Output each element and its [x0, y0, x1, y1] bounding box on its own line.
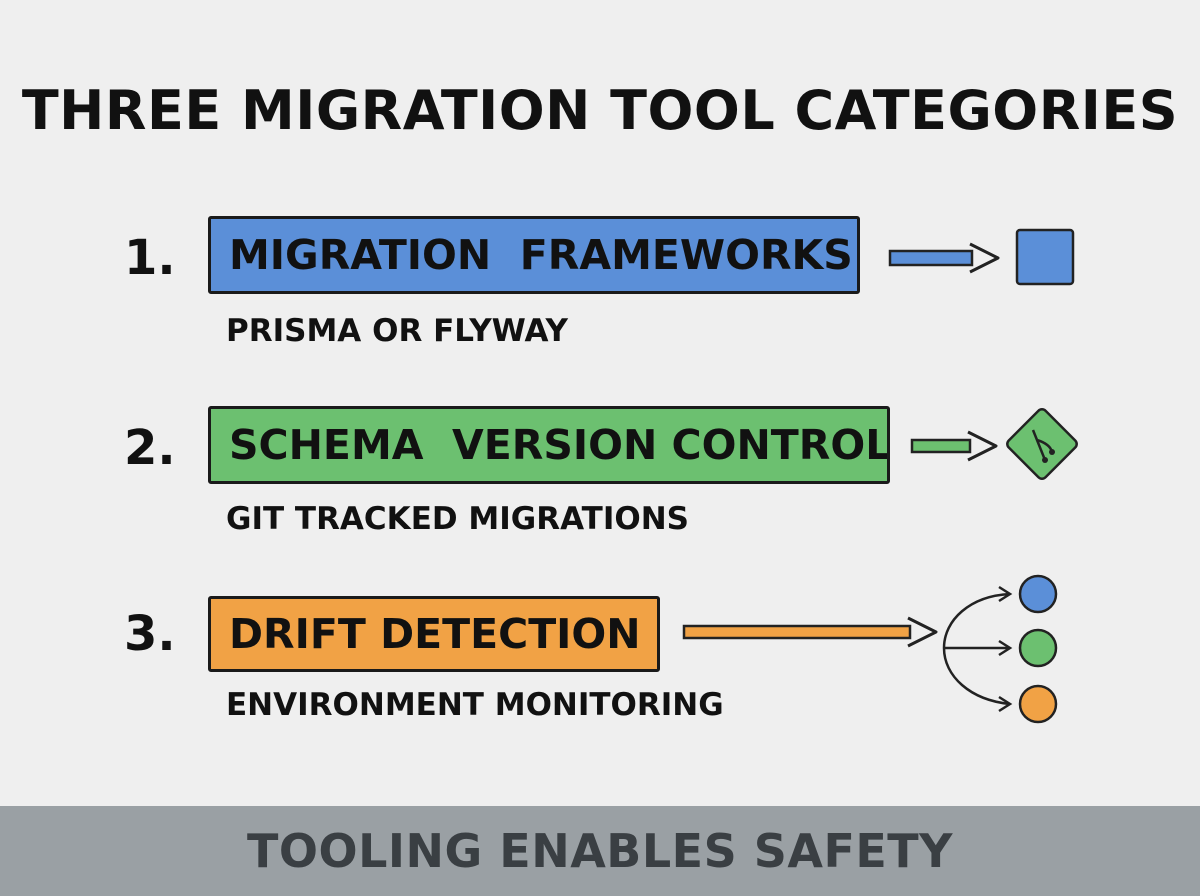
category-1-name: MIGRATION FRAMEWORKS: [229, 230, 853, 279]
category-2-name: SCHEMA VERSION CONTROL: [229, 420, 890, 469]
category-1-arrow: [888, 242, 1000, 274]
banner-text: TOOLING ENABLES SAFETY: [246, 824, 953, 878]
square-icon: [1015, 228, 1075, 286]
summary-banner: TOOLING ENABLES SAFETY: [0, 806, 1200, 896]
page-title: THREE MIGRATION TOOL CATEGORIES: [21, 79, 1179, 142]
category-1-subtitle: PRISMA OR FLYWAY: [226, 313, 568, 349]
category-2-arrow: [910, 430, 998, 462]
category-1-number: 1.: [124, 230, 176, 286]
category-3-name: DRIFT DETECTION: [229, 609, 641, 658]
category-1-box: MIGRATION FRAMEWORKS: [208, 216, 860, 294]
category-3-number: 3.: [124, 606, 176, 662]
category-3-arrow: [682, 616, 938, 648]
git-icon: [1006, 408, 1078, 480]
category-3-box: DRIFT DETECTION: [208, 596, 660, 672]
category-2-box: SCHEMA VERSION CONTROL: [208, 406, 890, 484]
branch-circles-icon: [942, 574, 1058, 724]
category-2-subtitle: GIT TRACKED MIGRATIONS: [226, 501, 689, 537]
category-2-number: 2.: [124, 420, 176, 476]
category-3-subtitle: ENVIRONMENT MONITORING: [226, 687, 724, 723]
